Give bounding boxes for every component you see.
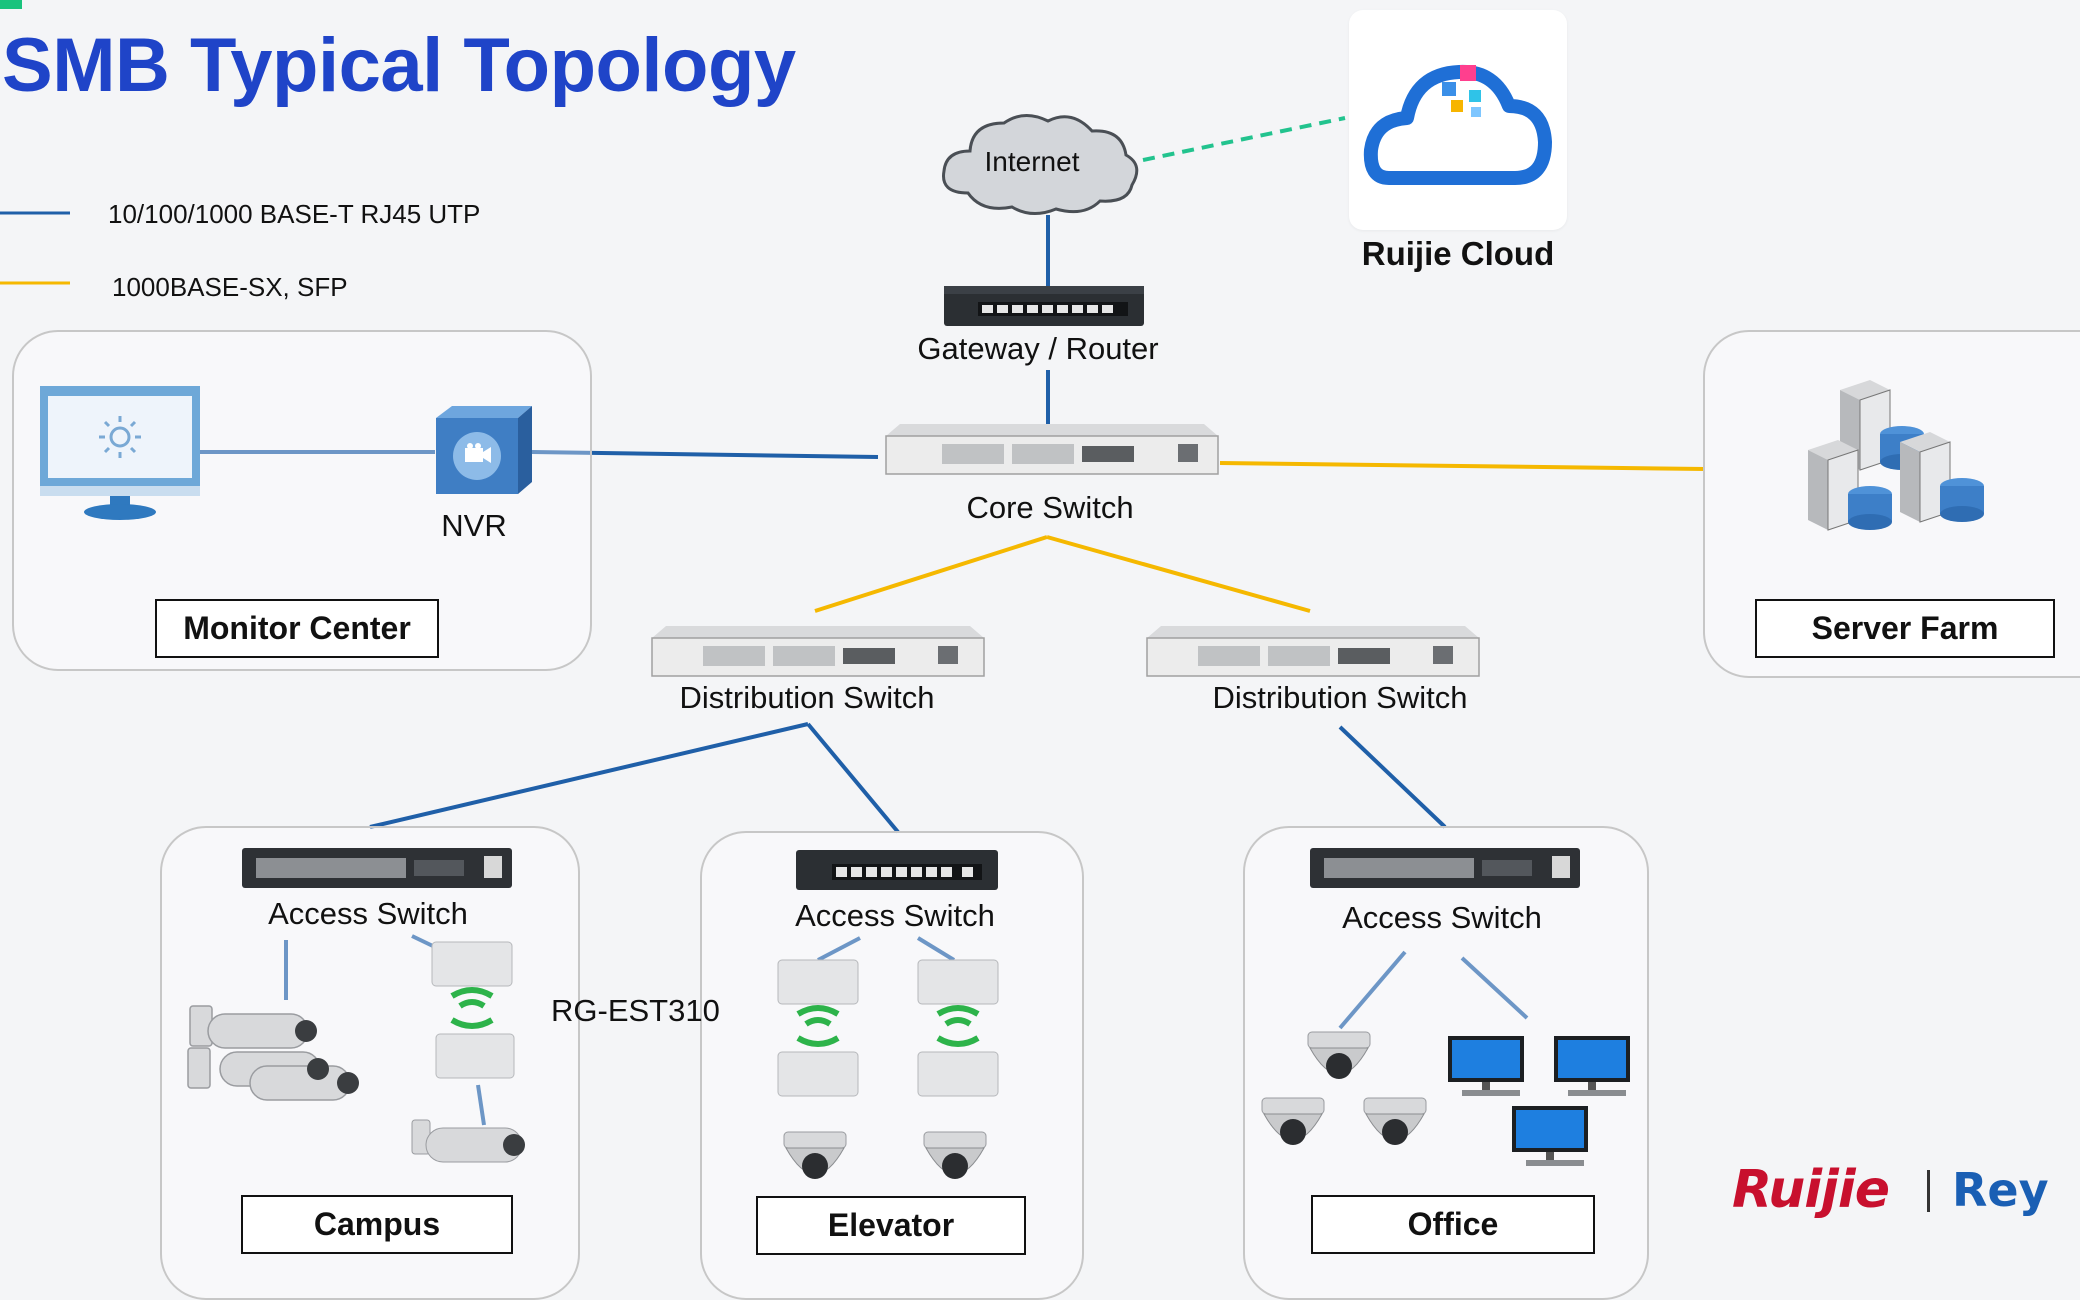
gateway-router-icon[interactable] — [942, 282, 1146, 330]
dist-elevator-link — [806, 722, 900, 834]
elevator-left-link — [817, 936, 861, 962]
campus-bridge-camera-link — [476, 1084, 486, 1126]
bullet-camera-icon[interactable] — [410, 1114, 528, 1176]
dome-camera-elevator-left-icon[interactable] — [778, 1130, 852, 1192]
legend-utp-label: 10/100/1000 BASE-T RJ45 UTP — [108, 199, 481, 229]
ruijie-cloud-label: Ruijie Cloud — [1361, 235, 1555, 272]
server-farm-label: Server Farm — [1755, 599, 2055, 658]
internet-cloud-icon: Internet — [942, 114, 1139, 215]
internet-label: Internet — [985, 146, 1080, 177]
page-title: SMB Typical Topology — [2, 23, 796, 108]
nvr-label: NVR — [441, 508, 507, 543]
office-cameras-link — [1338, 950, 1407, 1030]
office-pcs-link — [1460, 956, 1529, 1020]
dome-camera-office-icon[interactable] — [1358, 1096, 1432, 1158]
distribution-switch-right-label: Distribution Switch — [1212, 680, 1468, 715]
server-icon — [1840, 380, 1924, 471]
server-icon — [1900, 432, 1984, 523]
core-dist-right-link — [1046, 535, 1311, 613]
access-switch-campus-label: Access Switch — [268, 896, 468, 931]
logo-divider — [1927, 1170, 1930, 1212]
desktop-pc-icon[interactable] — [1550, 1034, 1634, 1100]
nvr-icon[interactable] — [432, 402, 534, 498]
gateway-router-label: Gateway / Router — [917, 331, 1159, 366]
dome-camera-office-icon[interactable] — [1256, 1096, 1330, 1158]
access-switch-office-label: Access Switch — [1342, 900, 1542, 935]
nvr-core-link — [531, 450, 879, 459]
elevator-right-link — [916, 936, 956, 962]
desktop-pc-icon[interactable] — [1444, 1034, 1528, 1100]
legend-sfp-label: 1000BASE-SX, SFP — [112, 272, 348, 302]
distribution-switch-right-icon[interactable] — [1143, 622, 1483, 680]
access-switch-office-icon[interactable] — [1308, 846, 1582, 890]
dome-camera-elevator-right-icon[interactable] — [918, 1130, 992, 1192]
office-label: Office — [1311, 1195, 1595, 1254]
ruijie-cloud-card[interactable] — [1349, 10, 1567, 230]
monitor-center-label: Monitor Center — [155, 599, 439, 658]
dome-camera-office-icon[interactable] — [1302, 1030, 1376, 1092]
dist-office-link — [1338, 725, 1447, 829]
desktop-pc-icon[interactable] — [1508, 1104, 1592, 1170]
ruijie-cloud-icon — [1363, 64, 1552, 185]
ruijie-logo: Ruijie — [1732, 1160, 1890, 1220]
distribution-switch-left-icon[interactable] — [648, 622, 988, 680]
server-cluster-icon[interactable] — [1800, 378, 2000, 556]
wireless-bridge-elevator-left-icon[interactable] — [774, 958, 864, 1098]
core-server-link — [1219, 461, 1706, 471]
dist-campus-link — [369, 722, 809, 829]
core-switch-icon[interactable] — [882, 420, 1222, 478]
reyee-logo: Rey — [1952, 1163, 2049, 1217]
title-accent-bar — [0, 0, 22, 9]
monitor-icon[interactable] — [38, 384, 203, 524]
core-dist-left-link — [814, 535, 1048, 613]
links-layer — [0, 116, 1706, 1126]
core-switch-label: Core Switch — [966, 490, 1134, 525]
internet-cloud-link — [1142, 116, 1346, 162]
access-switch-elevator-icon[interactable] — [794, 846, 1000, 894]
distribution-switch-left-label: Distribution Switch — [679, 680, 935, 715]
server-icon — [1808, 440, 1892, 531]
access-switch-campus-icon[interactable] — [240, 846, 514, 890]
wireless-bridge-elevator-right-icon[interactable] — [914, 958, 1004, 1098]
wireless-bridge-campus-icon[interactable] — [430, 940, 516, 1080]
bullet-camera-group-icon[interactable] — [180, 1000, 360, 1112]
access-switch-elevator-label: Access Switch — [795, 898, 995, 933]
elevator-label: Elevator — [756, 1196, 1026, 1255]
campus-label: Campus — [241, 1195, 513, 1254]
bridge-model-label: RG-EST310 — [551, 993, 720, 1028]
